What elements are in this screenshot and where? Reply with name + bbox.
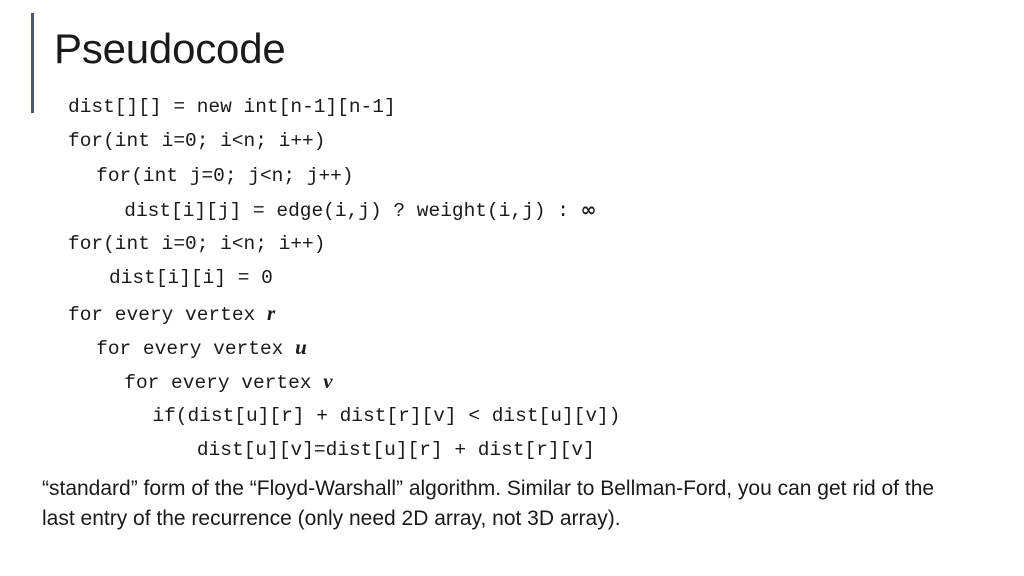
code-text: dist[u][v]=dist[u][r] + dist[r][v] bbox=[196, 438, 595, 461]
code-line: for(int i=0; i<n; i++) bbox=[68, 124, 620, 158]
code-line: for every vertex u bbox=[68, 330, 620, 364]
code-line: dist[][] = new int[n-1][n-1] bbox=[68, 90, 620, 124]
code-text: for every vertex bbox=[124, 372, 324, 395]
code-text: for(int i=0; i<n; i++) bbox=[68, 130, 326, 153]
code-line: dist[i][i] = 0 bbox=[68, 261, 620, 295]
code-line: for(int i=0; i<n; i++) bbox=[68, 227, 620, 261]
code-text: for every vertex bbox=[96, 338, 296, 361]
infinity-symbol: ∞ bbox=[580, 198, 597, 221]
code-text: dist[i][j] = edge(i,j) ? weight(i,j) : bbox=[124, 199, 581, 222]
code-line: for every vertex v bbox=[68, 364, 620, 398]
page-title: Pseudocode bbox=[54, 25, 286, 72]
code-math-variable: v bbox=[323, 369, 333, 394]
code-text: dist[][] = new int[n-1][n-1] bbox=[68, 96, 396, 118]
code-line: dist[i][j] = edge(i,j) ? weight(i,j) : ∞ bbox=[68, 193, 620, 227]
pseudocode-block: dist[][] = new int[n-1][n-1] for(int i=0;… bbox=[68, 90, 620, 467]
title-accent-bar bbox=[31, 13, 34, 113]
code-text: if(dist[u][r] + dist[r][v] < dist[u][v]) bbox=[152, 404, 621, 427]
code-line: for every vertex r bbox=[68, 296, 620, 330]
code-text: dist[i][i] = 0 bbox=[109, 267, 273, 290]
code-line: if(dist[u][r] + dist[r][v] < dist[u][v]) bbox=[68, 399, 620, 433]
code-text: for(int i=0; i<n; i++) bbox=[68, 233, 326, 256]
body-paragraph: “standard” form of the “Floyd-Warshall” … bbox=[42, 477, 935, 530]
code-math-variable: r bbox=[266, 300, 276, 325]
code-line: dist[u][v]=dist[u][r] + dist[r][v] bbox=[68, 433, 620, 467]
code-text: for every vertex bbox=[68, 303, 267, 326]
code-line: for(int j=0; j<n; j++) bbox=[68, 159, 620, 193]
code-math-variable: u bbox=[295, 335, 307, 360]
code-text: for(int j=0; j<n; j++) bbox=[96, 164, 354, 187]
